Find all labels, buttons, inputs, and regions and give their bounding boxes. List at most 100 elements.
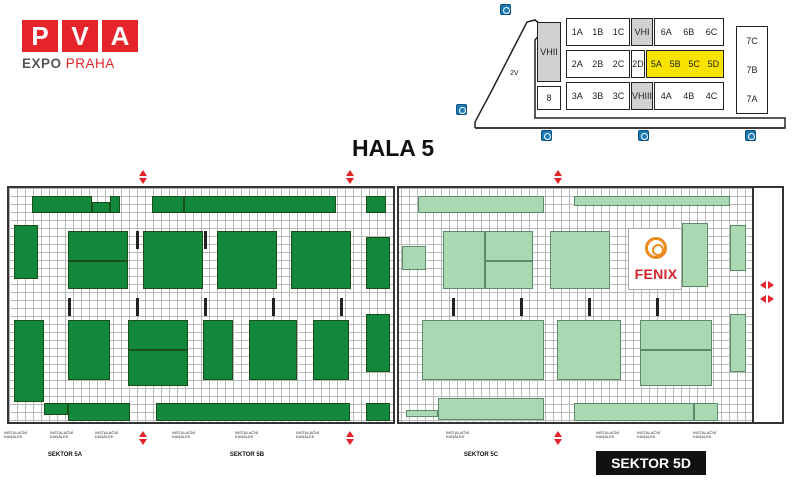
booth[interactable] [406,410,438,417]
booth[interactable] [366,237,390,289]
booth[interactable] [291,231,351,289]
pillar [520,298,523,316]
hall-2d[interactable]: 2D [631,50,645,78]
hall-7[interactable]: 7C 7B 7A [736,26,768,114]
logo-subtitle-right: PRAHA [65,56,115,71]
hall-5b-label: 5B [669,59,681,69]
hall-4c-label: 4C [705,91,718,101]
pillar [204,231,207,249]
passage-arrow-icon [136,170,150,184]
booth[interactable] [366,403,390,421]
booth[interactable] [366,314,390,372]
hall-1a-label: 1A [571,27,583,37]
exhibitor-fenix-booth[interactable]: FENIX [628,228,682,290]
booth[interactable] [44,403,68,415]
booth[interactable] [203,320,233,380]
hall-annex [754,186,784,424]
sector-5b-label: SEKTOR 5B [229,452,265,458]
entrance-1-icon [500,4,511,15]
booth[interactable] [152,196,184,213]
booth[interactable] [418,196,544,213]
hall-3[interactable]: 3A 3B 3C [566,82,630,110]
booth[interactable] [14,320,44,402]
booth[interactable] [438,398,544,420]
booth[interactable] [68,403,130,421]
booth[interactable] [557,320,621,380]
hall-vhiii[interactable]: VHIII [631,82,653,110]
hall-5-highlight[interactable]: 5A 5B 5C 5D [646,50,724,78]
booth[interactable] [694,403,718,421]
hall-5a-label: 5A [650,59,662,69]
booth[interactable] [128,350,188,386]
fenix-logo-text: FENIX [634,266,678,282]
booth[interactable] [402,246,426,270]
booth[interactable] [682,223,708,287]
hall-floor-grid [7,186,754,424]
booth[interactable] [313,320,349,380]
hall-vhi[interactable]: VHI [631,18,653,46]
hall-4a-label: 4A [660,91,672,101]
booth[interactable] [92,202,110,213]
booth[interactable] [485,231,533,261]
entrance-5-icon [745,130,756,141]
booth[interactable] [249,320,297,380]
passage-arrow-icon [551,431,565,445]
installation-channel-label: INSTALAČNÍ KANÁLEK [446,430,470,439]
logo-subtitle: EXPO PRAHA [22,56,138,71]
booth[interactable] [143,231,203,289]
area-2v-label: 2V [510,70,519,77]
installation-channel-label: INSTALAČNÍ KANÁLEK [50,430,74,439]
pillar [68,298,71,316]
passage-arrow-icon [760,293,774,305]
sector-divider-wall [393,186,399,424]
booth[interactable] [574,403,694,421]
logo-letter-p: P [22,20,58,52]
sector-5c-label: SEKTOR 5C [463,452,499,458]
booth[interactable] [68,231,128,261]
booth[interactable] [640,350,712,386]
booth[interactable] [422,320,544,380]
booth[interactable] [68,261,128,289]
hall-title: HALA 5 [352,135,435,161]
hall-7c-label: 7C [746,36,758,47]
booth[interactable] [217,231,277,289]
booth[interactable] [184,196,336,213]
passage-arrow-icon [551,170,565,184]
sector-5a-label: SEKTOR 5A [47,452,83,458]
hall-5c-label: 5C [688,59,700,69]
passage-arrow-icon [136,431,150,445]
booth[interactable] [640,320,712,350]
logo-letter-a: A [102,20,138,52]
booth[interactable] [110,196,120,213]
installation-channel-label: INSTALAČNÍ KANÁLEK [596,430,620,439]
hall-1b-label: 1B [592,27,604,37]
fenix-logo-icon [645,237,667,259]
hall-2d-label: 2D [632,59,644,69]
booth[interactable] [156,403,350,421]
booth[interactable] [366,196,386,213]
hall-3c-label: 3C [612,91,625,101]
booth[interactable] [485,261,533,289]
booth[interactable] [550,231,610,289]
installation-channel-label: INSTALAČNÍ KANÁLEK [172,430,196,439]
installation-channel-label: INSTALAČNÍ KANÁLEK [235,430,259,439]
site-keymap: 2V VHII 8 1A 1B 1C VHI 6A 6B 6C 2A 2B 2C… [455,0,800,150]
booth[interactable] [730,314,746,372]
pva-expo-praha-logo: P V A EXPO PRAHA [22,20,138,72]
hall-vhii[interactable]: VHII [537,22,561,82]
hall-6[interactable]: 6A 6B 6C [654,18,724,46]
booth[interactable] [730,225,746,271]
hall-1[interactable]: 1A 1B 1C [566,18,630,46]
booth[interactable] [574,196,730,206]
booth[interactable] [128,320,188,350]
booth[interactable] [68,320,110,380]
booth[interactable] [443,231,485,289]
pillar [340,298,343,316]
hall-8[interactable]: 8 [537,86,561,110]
hall-2[interactable]: 2A 2B 2C [566,50,630,78]
hall-3b-label: 3B [592,91,604,101]
booth[interactable] [14,225,38,279]
hall-4[interactable]: 4A 4B 4C [654,82,724,110]
pillar [656,298,659,316]
booth[interactable] [32,196,92,213]
